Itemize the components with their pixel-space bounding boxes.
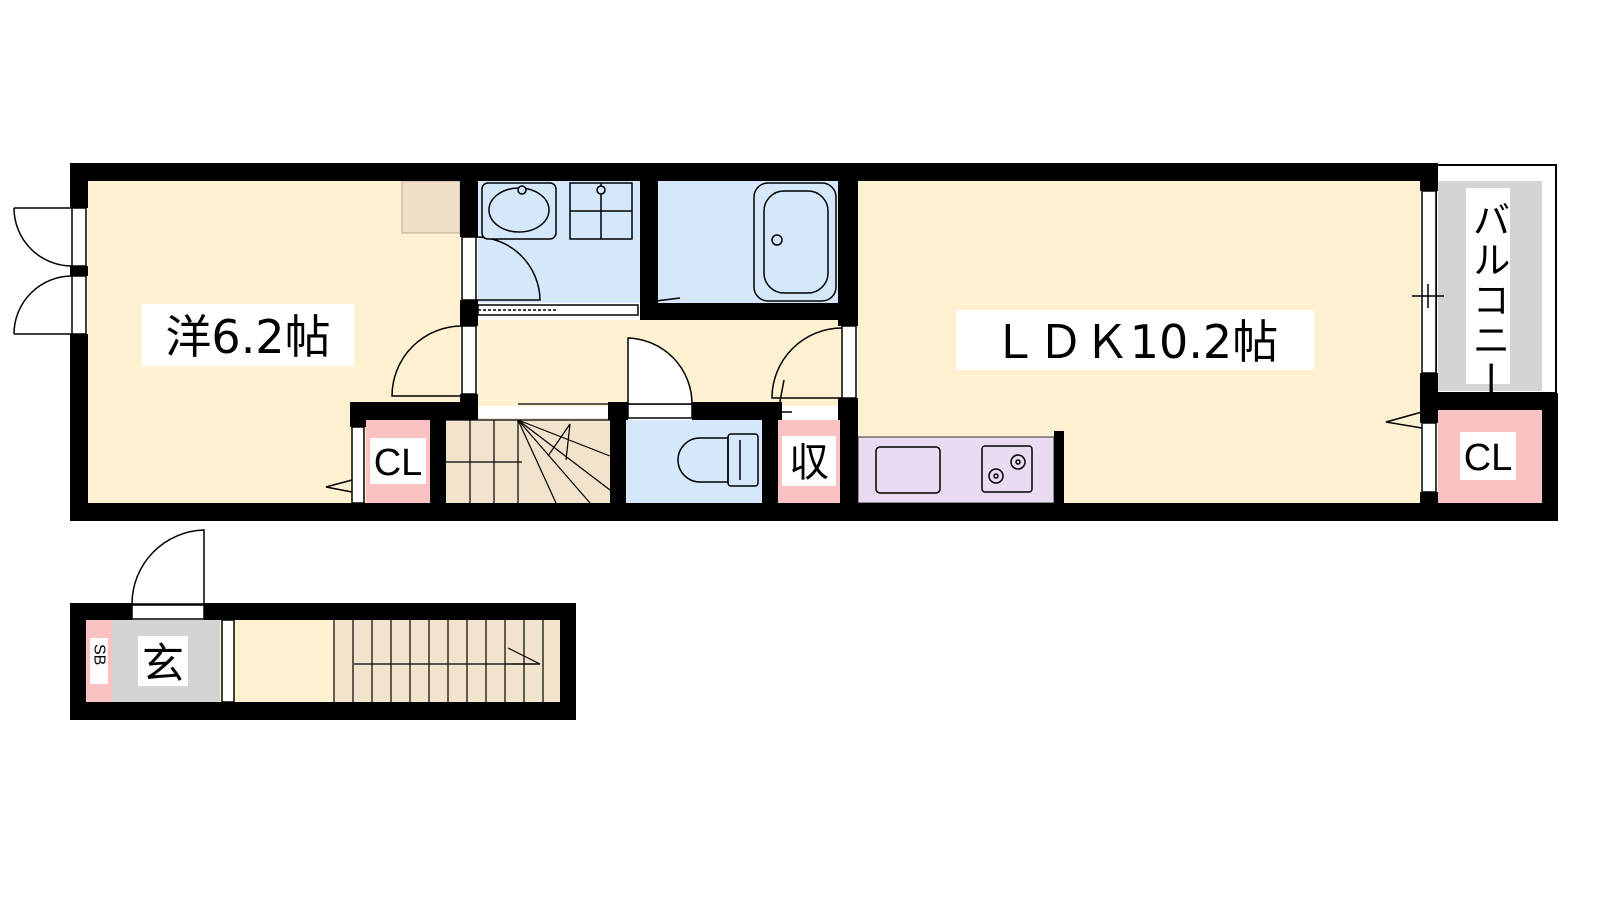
entrance-door-jamb [131, 604, 205, 620]
balcony-label-bg [1466, 188, 1510, 384]
closet-niche [401, 180, 461, 234]
wall-closet-right [1542, 393, 1558, 521]
washbasin-bowl [488, 187, 550, 233]
wall-cl-right [430, 402, 446, 503]
wall-ldk-right-top [1420, 163, 1438, 191]
hall-door-swing [771, 327, 843, 399]
bathtub-inner [763, 190, 829, 294]
toilet-door-jamb [627, 403, 693, 419]
bathtub-drain [771, 234, 783, 246]
ldk-window [1421, 190, 1437, 374]
wall-left-mid [70, 266, 88, 276]
entrance-label-bg [138, 636, 188, 686]
toilet-bowl [677, 437, 729, 483]
closet-west-label-bg [370, 438, 426, 484]
wall-row-toilet [692, 402, 782, 420]
closet-west-mark [325, 479, 353, 493]
wall-storage-right [840, 398, 858, 503]
toilet-fixture [677, 433, 759, 487]
bath-door-mark [647, 286, 681, 303]
hall-door-jamb [841, 325, 857, 399]
burner-2-inner [1015, 459, 1021, 465]
toilet-door-swing [627, 337, 693, 405]
toilet-floor [626, 420, 762, 503]
wall-row-left [350, 402, 478, 420]
lower-wall-bottom [70, 702, 576, 720]
left-door-swing-1 [13, 207, 73, 267]
wall-bath-right [838, 181, 858, 326]
toilet-tank [727, 433, 759, 487]
washroom-door-jamb [461, 236, 477, 301]
wall-kitchen-end [1054, 431, 1064, 503]
kitchen-sink [875, 446, 941, 494]
left-door-swing-2 [13, 275, 73, 335]
wall-balcony-bottom [1420, 393, 1558, 410]
closet-ldk-label: CL [1464, 437, 1513, 479]
stove [981, 445, 1033, 493]
closet-west-label: CL [374, 442, 423, 484]
washbasin-drain [517, 185, 527, 195]
wall-wet-bottom-1 [460, 303, 478, 320]
western-door-swing [391, 325, 463, 397]
burner-1-inner [993, 473, 999, 479]
left-door-frame-2 [71, 275, 87, 335]
wall-left-bottom [70, 334, 88, 521]
wall-left-top [70, 163, 88, 208]
closet-ldk-door [1421, 422, 1437, 493]
wall-stair-right [610, 402, 626, 503]
wall-bottom [70, 503, 1558, 521]
lower-walls [70, 603, 576, 720]
upper-openings [13, 190, 1444, 504]
closet-west-door [351, 426, 365, 504]
wall-toilet-right [762, 402, 778, 503]
wall-wet-bottom-2 [640, 303, 858, 320]
closet-ldk-label-bg [1460, 432, 1516, 480]
storage-door-mark [777, 379, 792, 413]
wall-cl-left [350, 402, 366, 427]
wall-top [70, 163, 1436, 181]
western-room-label: 洋6.2帖 [165, 310, 330, 364]
wall-wash-bath [640, 181, 658, 303]
upper-stairs [446, 403, 611, 504]
ldk-label-bg [956, 310, 1314, 370]
balcony-label: バルコニー [1466, 200, 1510, 400]
washing-pan-drain [596, 185, 606, 195]
western-door-jamb [461, 325, 477, 395]
entrance-step [221, 619, 235, 703]
western-room-label-bg [142, 304, 354, 366]
left-door-frame-1 [71, 207, 87, 267]
burner-2 [1010, 454, 1026, 470]
bath-fixtures [753, 182, 837, 302]
lower-wall-top-right [204, 603, 576, 620]
storage-label: 収 [789, 440, 829, 486]
burner-1 [988, 468, 1004, 484]
ldk-label: ＬＤＫ10.2帖 [992, 315, 1278, 369]
closet-ldk-mark [1385, 411, 1423, 429]
lower-openings [131, 529, 235, 703]
storage-label-bg [782, 436, 836, 486]
entrance-door-swing [131, 529, 205, 605]
wall-wet-left [460, 181, 478, 237]
shoe-box-label: SB [91, 644, 108, 665]
washroom-slider [477, 304, 639, 316]
wall-ldk-right-bottom [1420, 492, 1438, 521]
upper-walls [70, 163, 1558, 521]
lower-wall-right [560, 603, 576, 720]
shoe-box-label-bg [90, 638, 108, 684]
lower-wall-left [70, 603, 86, 720]
lower-stairs [333, 620, 544, 702]
lower-stairs-floor [334, 620, 560, 702]
entrance-label: 玄 [142, 639, 184, 688]
washroom-fixtures [481, 182, 633, 240]
kitchen-fixtures [875, 445, 1033, 494]
